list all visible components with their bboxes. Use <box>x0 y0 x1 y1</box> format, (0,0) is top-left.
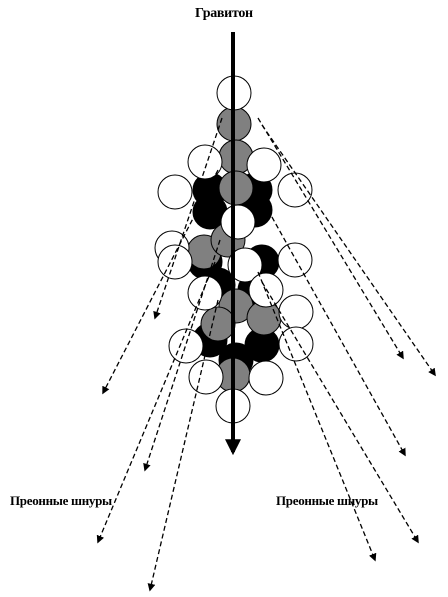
preon-white <box>279 327 313 361</box>
preon-white <box>279 295 313 329</box>
preon-white <box>169 329 203 363</box>
preon-white <box>247 148 281 182</box>
preon-white <box>189 360 223 394</box>
preon-white <box>188 145 222 179</box>
preon-white <box>158 245 192 279</box>
preon-gray <box>219 171 253 205</box>
preon-white <box>249 361 283 395</box>
preon-white <box>221 205 255 239</box>
preon-white <box>188 276 222 310</box>
preon-white <box>278 243 312 277</box>
preon-white <box>278 173 312 207</box>
preon-gray <box>201 307 235 341</box>
preon-white <box>158 175 192 209</box>
